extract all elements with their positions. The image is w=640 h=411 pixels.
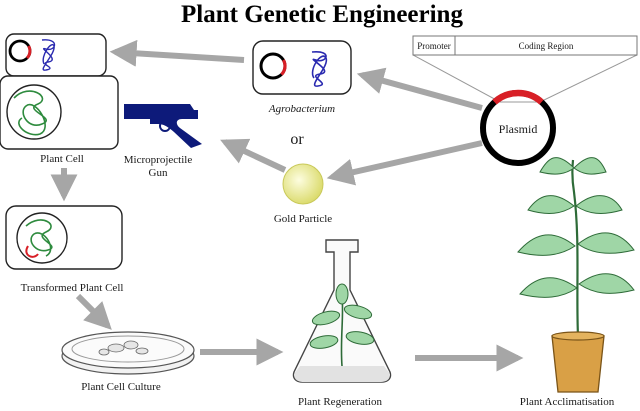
plant-cell-dna [13, 90, 47, 136]
potted-plant-stem [571, 159, 580, 337]
agrobacterium-plasmid-insert [280, 59, 287, 76]
agrobacterium: Agrobacterium [252, 40, 352, 115]
arrow-plasmid-to-agrobacterium [356, 67, 483, 111]
plant-acclimatisation: Plant Acclimatisation [517, 157, 635, 408]
petri-dish-inner [71, 335, 185, 363]
plant-leaf [578, 273, 635, 294]
flask-leaf [345, 331, 375, 345]
transformed-plant-cell-label: Transformed Plant Cell [21, 282, 124, 294]
plant-regeneration-label: Plant Regeneration [298, 396, 383, 408]
plant-cell-culture: Plant Cell Culture [61, 331, 195, 393]
agrobacterium-cell [252, 40, 352, 95]
coding-region-box [454, 35, 638, 56]
arrow-gold-to-gun [220, 138, 287, 173]
plant-leaf [527, 195, 575, 214]
gold-particle: Gold Particle [274, 163, 332, 225]
plant-leaf [573, 157, 607, 175]
flask-leaf [343, 304, 373, 320]
arrow-transformed-to-culture [75, 293, 112, 330]
transformed-cell-dna [25, 219, 53, 257]
microprojectile-gun: Microprojectile Gun [124, 104, 202, 179]
cell-clump [98, 348, 110, 356]
or-label: or [290, 131, 304, 148]
plant-leaf [539, 157, 575, 175]
plant-cell: Plant Cell [0, 33, 119, 165]
plant-leaf [517, 234, 576, 256]
petri-dish-rim [61, 331, 195, 369]
plant-leaf [519, 277, 578, 298]
flask-leaves [309, 283, 375, 349]
gun-icon [124, 104, 202, 148]
flask-medium [294, 366, 390, 382]
transformed-cell-nucleus [16, 212, 68, 264]
plant-acclimatisation-label: Plant Acclimatisation [520, 396, 615, 408]
transformed-cell-inserted-gene [25, 245, 39, 258]
gun-trigger-guard [159, 120, 171, 132]
plant-leaf [575, 195, 623, 214]
agrobacterium-label: Agrobacterium [268, 103, 335, 115]
microprojectile-label-line1: Microprojectile [124, 154, 193, 166]
gold-particle-sphere [282, 163, 324, 205]
page-title: Plant Genetic Engineering [181, 1, 463, 28]
cell-clump [107, 343, 125, 353]
flask-leaf [311, 310, 341, 326]
flask-leaf [309, 335, 339, 349]
cell-clumps [98, 340, 149, 356]
arrow-agrobacterium-to-plant-cell [109, 39, 245, 67]
arrow-plasmid-to-gold [326, 140, 483, 186]
plasmid-map: Promoter Coding Region Plasmid [412, 35, 638, 166]
process-arrows [50, 39, 524, 372]
cell-clump [135, 347, 149, 355]
plasmid-label: Plasmid [499, 122, 538, 136]
cell-clump [123, 340, 139, 350]
plant-cell-nucleus [6, 84, 62, 140]
promoter-label: Promoter [417, 41, 451, 51]
flower-pot [551, 335, 605, 393]
transformed-plant-cell: Transformed Plant Cell [5, 205, 124, 294]
plant-cell-agro-plasmid-insert [25, 45, 32, 60]
agrobacterium-chromosome [311, 51, 328, 87]
flower-pot-rim [551, 331, 605, 341]
coding-region-label: Coding Region [519, 41, 574, 51]
plant-leaf [577, 232, 635, 254]
flask-leaf [335, 283, 349, 305]
plant-cell-label: Plant Cell [40, 153, 84, 165]
microprojectile-label-line2: Gun [149, 167, 168, 179]
plant-cell-agro-chromosome [41, 39, 56, 71]
plant-cell-culture-label: Plant Cell Culture [81, 381, 161, 393]
gold-particle-label: Gold Particle [274, 213, 332, 225]
potted-plant-leaves [517, 157, 635, 298]
plasmid-insert-segment [492, 89, 544, 105]
plant-regeneration: Plant Regeneration [292, 239, 392, 408]
